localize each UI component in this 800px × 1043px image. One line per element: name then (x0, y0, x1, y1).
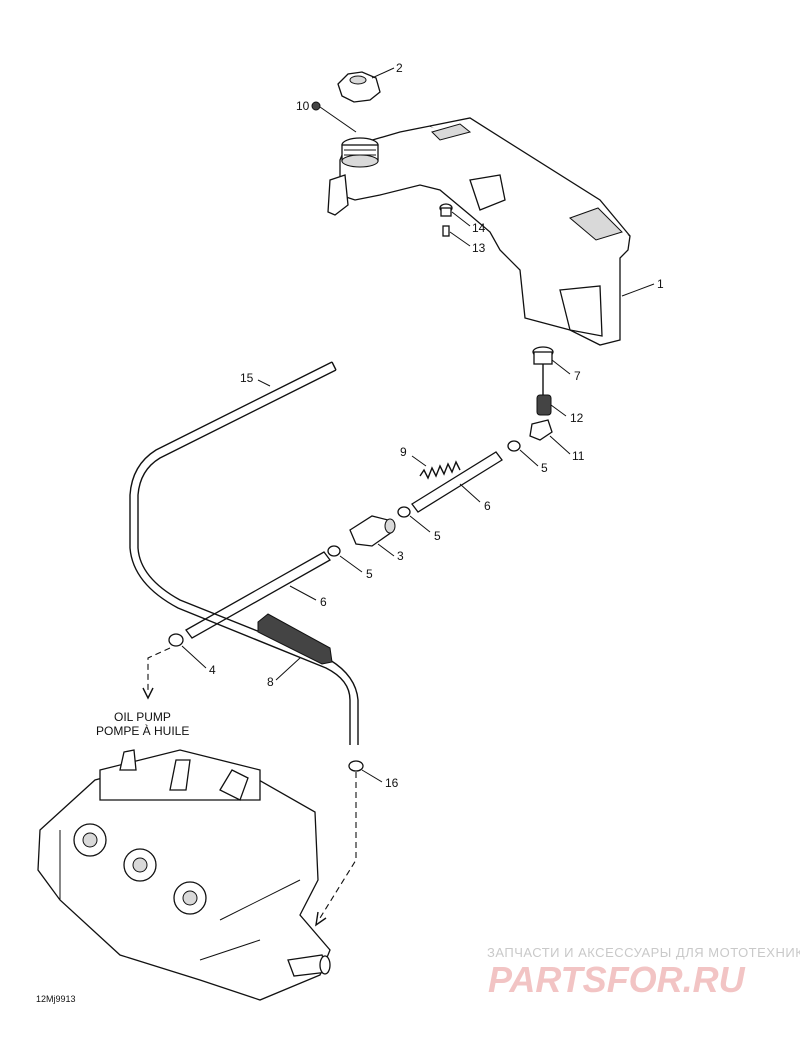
leader-4 (181, 645, 207, 669)
callout-6-b: 6 (320, 595, 327, 609)
route-to-pump (147, 647, 171, 692)
callout-2: 2 (396, 61, 403, 75)
leader-8 (275, 657, 301, 681)
leader-6a (459, 483, 481, 503)
leader-5b (409, 515, 431, 533)
route-vent-arrow (315, 911, 327, 927)
callout-7: 7 (574, 369, 581, 383)
elbow-fitting (529, 419, 553, 441)
leader-9 (411, 455, 427, 467)
leader-12 (550, 404, 567, 417)
tank-cap (337, 71, 381, 103)
leader-7 (551, 359, 571, 375)
engine (37, 749, 331, 1001)
callout-11: 11 (572, 449, 585, 463)
watermark-brand: PARTSFOR.RU (488, 959, 746, 1000)
callout-5-a: 5 (541, 461, 548, 475)
callout-9: 9 (400, 445, 407, 459)
oil-pump-label: OIL PUMP (114, 710, 171, 724)
grommet (439, 203, 453, 217)
callout-14: 14 (472, 221, 486, 235)
clamp-3 (327, 545, 341, 557)
leader-6b (289, 585, 317, 601)
callout-12: 12 (570, 411, 584, 425)
outlet-fitting (532, 346, 554, 395)
route-arrow-head (142, 687, 154, 700)
leader-13 (449, 231, 471, 247)
cap-seal (311, 101, 321, 111)
callout-8: 8 (267, 675, 274, 689)
callout-15: 15 (240, 371, 254, 385)
leader-14 (451, 211, 471, 227)
clamp-1 (507, 440, 521, 452)
leader-2 (371, 67, 395, 79)
leader-5a (519, 449, 539, 467)
leader-3 (377, 543, 395, 557)
upper-hose (411, 451, 503, 513)
callout-3: 3 (397, 549, 404, 563)
callout-10: 10 (296, 99, 310, 113)
oil-filter (349, 515, 396, 547)
filler-neck (341, 137, 379, 168)
leader-15 (257, 379, 271, 387)
callout-16: 16 (385, 776, 399, 790)
oil-pump-label-fr: POMPE À HUILE (96, 723, 189, 738)
route-vent (319, 772, 357, 919)
pump-fitting (168, 633, 184, 647)
vent-tube (129, 361, 359, 745)
oil-tank (327, 117, 631, 346)
vent-clamp (348, 760, 364, 772)
leader-11 (549, 435, 571, 455)
callout-4: 4 (209, 663, 216, 677)
leader-1 (621, 283, 655, 297)
leader-5c (339, 555, 363, 573)
callout-1: 1 (657, 277, 664, 291)
callout-5-c: 5 (366, 567, 373, 581)
protective-sleeve (257, 613, 333, 665)
watermark-tagline: ЗАПЧАСТИ И АКСЕССУАРЫ ДЛЯ МОТОТЕХНИКИ (487, 945, 800, 960)
callout-13: 13 (472, 241, 486, 255)
callout-5-b: 5 (434, 529, 441, 543)
short-hose (536, 394, 552, 416)
leader-10 (319, 106, 357, 133)
spring (419, 460, 461, 480)
drawing-code: 12Mj9913 (36, 994, 76, 1004)
screw (442, 225, 450, 237)
clamp-2 (397, 506, 411, 518)
leader-16 (361, 769, 383, 783)
callout-6-a: 6 (484, 499, 491, 513)
